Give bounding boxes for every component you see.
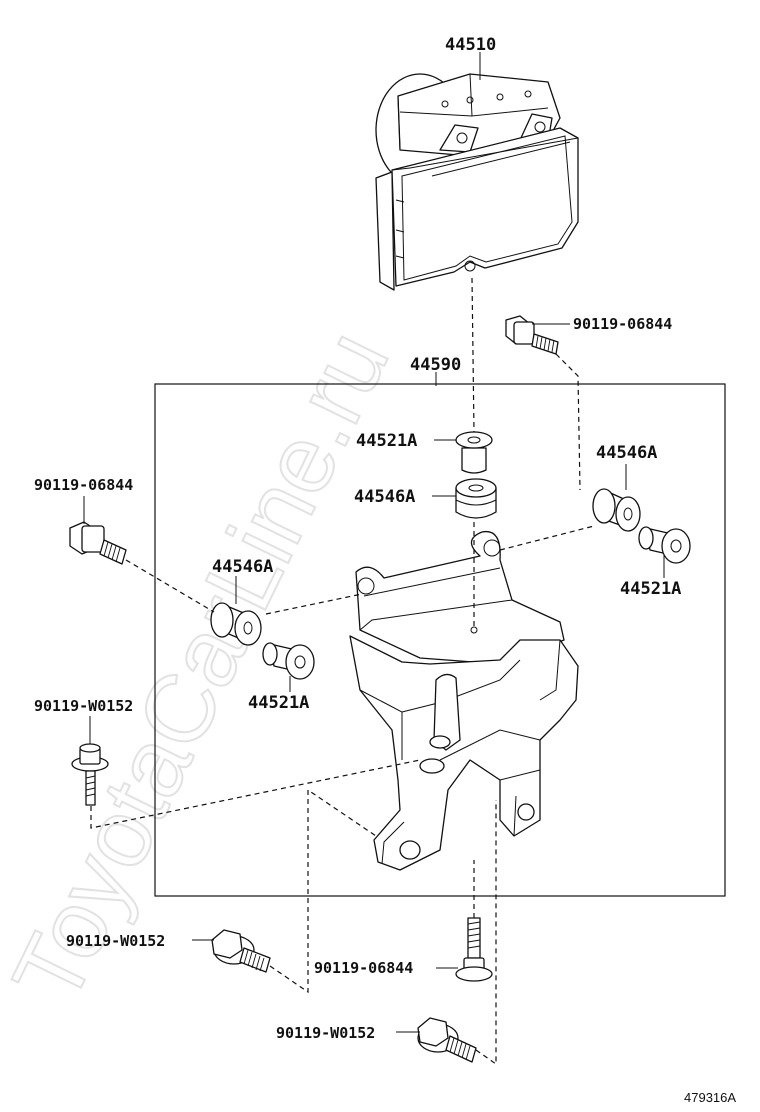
assembly-lines — [90, 277, 595, 1066]
cushion-left[interactable] — [210, 602, 262, 646]
bolt-washer-bottom[interactable] — [417, 1017, 477, 1063]
label-bolt-left: 90119-06844 — [34, 476, 133, 494]
label-collar-right: 44521A — [620, 579, 681, 599]
bolt-washer-lower-left[interactable] — [211, 929, 271, 973]
leader-lines — [83, 52, 665, 1033]
label-bolt-bottom-center: 90119-06844 — [314, 959, 413, 977]
cushion-center[interactable] — [455, 478, 497, 519]
label-collar-center: 44521A — [356, 431, 417, 451]
bolt-washer-left[interactable] — [71, 743, 109, 806]
bolt-left[interactable] — [69, 521, 127, 565]
watermark: ToyotaCarLine.ru — [0, 315, 409, 1019]
cushion-right[interactable] — [592, 488, 641, 532]
label-cushion-center: 44546A — [354, 487, 415, 507]
label-44510: 44510 — [445, 35, 496, 55]
collar-center[interactable] — [455, 431, 493, 474]
label-bolt-washer-lower-left: 90119-W0152 — [66, 932, 165, 950]
actuator-bracket[interactable] — [349, 530, 579, 871]
label-cushion-right: 44546A — [596, 443, 657, 463]
figure-code: 479316A — [684, 1090, 736, 1105]
bolt-bottom-center[interactable] — [455, 917, 493, 982]
label-cushion-left: 44546A — [212, 557, 273, 577]
label-bolt-washer-bottom: 90119-W0152 — [276, 1024, 375, 1042]
abs-actuator[interactable] — [375, 73, 579, 291]
collar-left[interactable] — [262, 642, 315, 680]
collar-right[interactable] — [638, 526, 691, 564]
bolt-top-right[interactable] — [505, 315, 559, 355]
label-44590: 44590 — [410, 355, 461, 375]
label-collar-left: 44521A — [248, 693, 309, 713]
label-bolt-washer-left: 90119-W0152 — [34, 697, 133, 715]
bracket-assembly-frame — [154, 383, 726, 897]
label-bolt-top-right: 90119-06844 — [573, 315, 672, 333]
